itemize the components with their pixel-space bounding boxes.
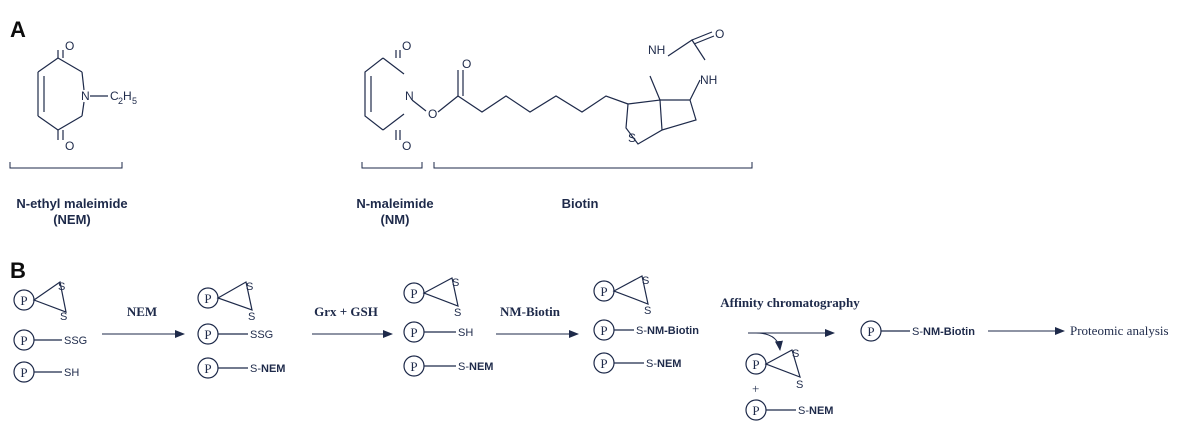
step-affinity-label: Affinity chromatography: [720, 295, 860, 310]
col3-protein-1: P: [410, 286, 417, 301]
col3-s-1: S: [452, 277, 459, 289]
col2-snem: P S-NEM: [197, 357, 285, 379]
biotin-o: O: [715, 27, 724, 41]
step-nm-biotin-label: NM-Biotin: [500, 304, 561, 319]
biotin-nh-top: NH: [648, 43, 665, 57]
col3-snem: P S-NEM: [403, 355, 493, 377]
side-plus: +: [752, 381, 759, 396]
col1-disulfide: P S S: [13, 280, 67, 323]
col3-s-2: S: [454, 307, 461, 319]
col1-sh-label: SH: [64, 367, 79, 379]
nem-ethyl-2: 2: [118, 96, 123, 106]
side-snem-label: S-NEM: [798, 405, 833, 417]
side-protein-1: P: [752, 357, 759, 372]
col1-ssg: P SSG: [13, 329, 87, 351]
col1-sh: P SH: [13, 361, 79, 383]
col3-disulfide: P S S: [403, 277, 461, 319]
col2-ssg: P SSG: [197, 323, 273, 345]
nem-structure: O O N C 2 H 5: [37, 39, 137, 153]
nm-o-bottom: O: [402, 139, 411, 153]
nem-n: N: [81, 89, 90, 103]
step-grx-gsh-label: Grx + GSH: [314, 304, 378, 319]
nem-ethyl-c: C: [110, 89, 119, 103]
side-snem: P S-NEM: [745, 399, 833, 421]
nm-caption-line1: N-maleimide: [356, 196, 433, 211]
nm-n: N: [405, 89, 414, 103]
panel-a-label: A: [10, 17, 26, 42]
arrow-side-branch: [755, 332, 783, 351]
side-s-2: S: [796, 379, 803, 391]
col1-s-2: S: [60, 311, 67, 323]
col1-protein-3: P: [20, 365, 27, 380]
col4-s-2: S: [644, 305, 651, 317]
step-nem-label: NEM: [127, 304, 157, 319]
nem-ethyl-h: H: [123, 89, 132, 103]
col4-s-1: S: [642, 275, 649, 287]
biotin-s: S: [628, 131, 636, 145]
col1-s-1: S: [58, 281, 65, 293]
biotin-bracket: [433, 162, 753, 169]
side-protein-2: P: [752, 403, 759, 418]
col1-ssg-label: SSG: [64, 335, 87, 347]
col4-snmbiotin-label: S-NM-Biotin: [636, 325, 699, 337]
nm-o-top: O: [402, 39, 411, 53]
col4-disulfide: P S S: [593, 275, 651, 317]
col3-snem-label: S-NEM: [458, 361, 493, 373]
nem-caption-line2: (NEM): [53, 212, 91, 227]
col3-sh: P SH: [403, 321, 473, 343]
nm-biotin-structure: O O N O O S NH NH O: [364, 27, 724, 153]
side-s-1: S: [792, 348, 799, 360]
col2-snem-label: S-NEM: [250, 363, 285, 375]
nem-bracket: [9, 162, 123, 169]
nem-o-bottom: O: [65, 139, 74, 153]
col2-protein-2: P: [204, 327, 211, 342]
final-step-label: Proteomic analysis: [1070, 323, 1169, 338]
col3-protein-3: P: [410, 359, 417, 374]
col2-s-1: S: [246, 281, 253, 293]
nem-caption-line1: N-ethyl maleimide: [16, 196, 127, 211]
nm-bracket: [361, 162, 423, 169]
col2-ssg-label: SSG: [250, 329, 273, 341]
col4-protein-3: P: [600, 356, 607, 371]
col4-protein-1: P: [600, 284, 607, 299]
col3-protein-2: P: [410, 325, 417, 340]
col2-protein-3: P: [204, 361, 211, 376]
biotin-caption: Biotin: [562, 196, 599, 211]
col4-protein-2: P: [600, 323, 607, 338]
col2-s-2: S: [248, 311, 255, 323]
col3-sh-label: SH: [458, 327, 473, 339]
col2-protein-1: P: [204, 291, 211, 306]
col5-protein: P: [867, 324, 874, 339]
nm-caption-line2: (NM): [381, 212, 410, 227]
col4-snmbiotin: P S-NM-Biotin: [593, 319, 699, 341]
col4-snem-label: S-NEM: [646, 358, 681, 370]
col5-snmbiotin: P S-NM-Biotin: [860, 320, 975, 342]
col4-snem: P S-NEM: [593, 352, 681, 374]
nem-o-top: O: [65, 39, 74, 53]
col1-protein-2: P: [20, 333, 27, 348]
nm-o-ester: O: [428, 107, 437, 121]
col5-snmbiotin-label: S-NM-Biotin: [912, 326, 975, 338]
nm-o-carbonyl: O: [462, 57, 471, 71]
biotin-nh-right: NH: [700, 73, 717, 87]
col1-protein-1: P: [20, 293, 27, 308]
nem-ethyl-5: 5: [132, 96, 137, 106]
col2-disulfide: P S S: [197, 281, 255, 323]
panel-b-label: B: [10, 258, 26, 283]
side-disulfide: P S S: [745, 348, 803, 391]
